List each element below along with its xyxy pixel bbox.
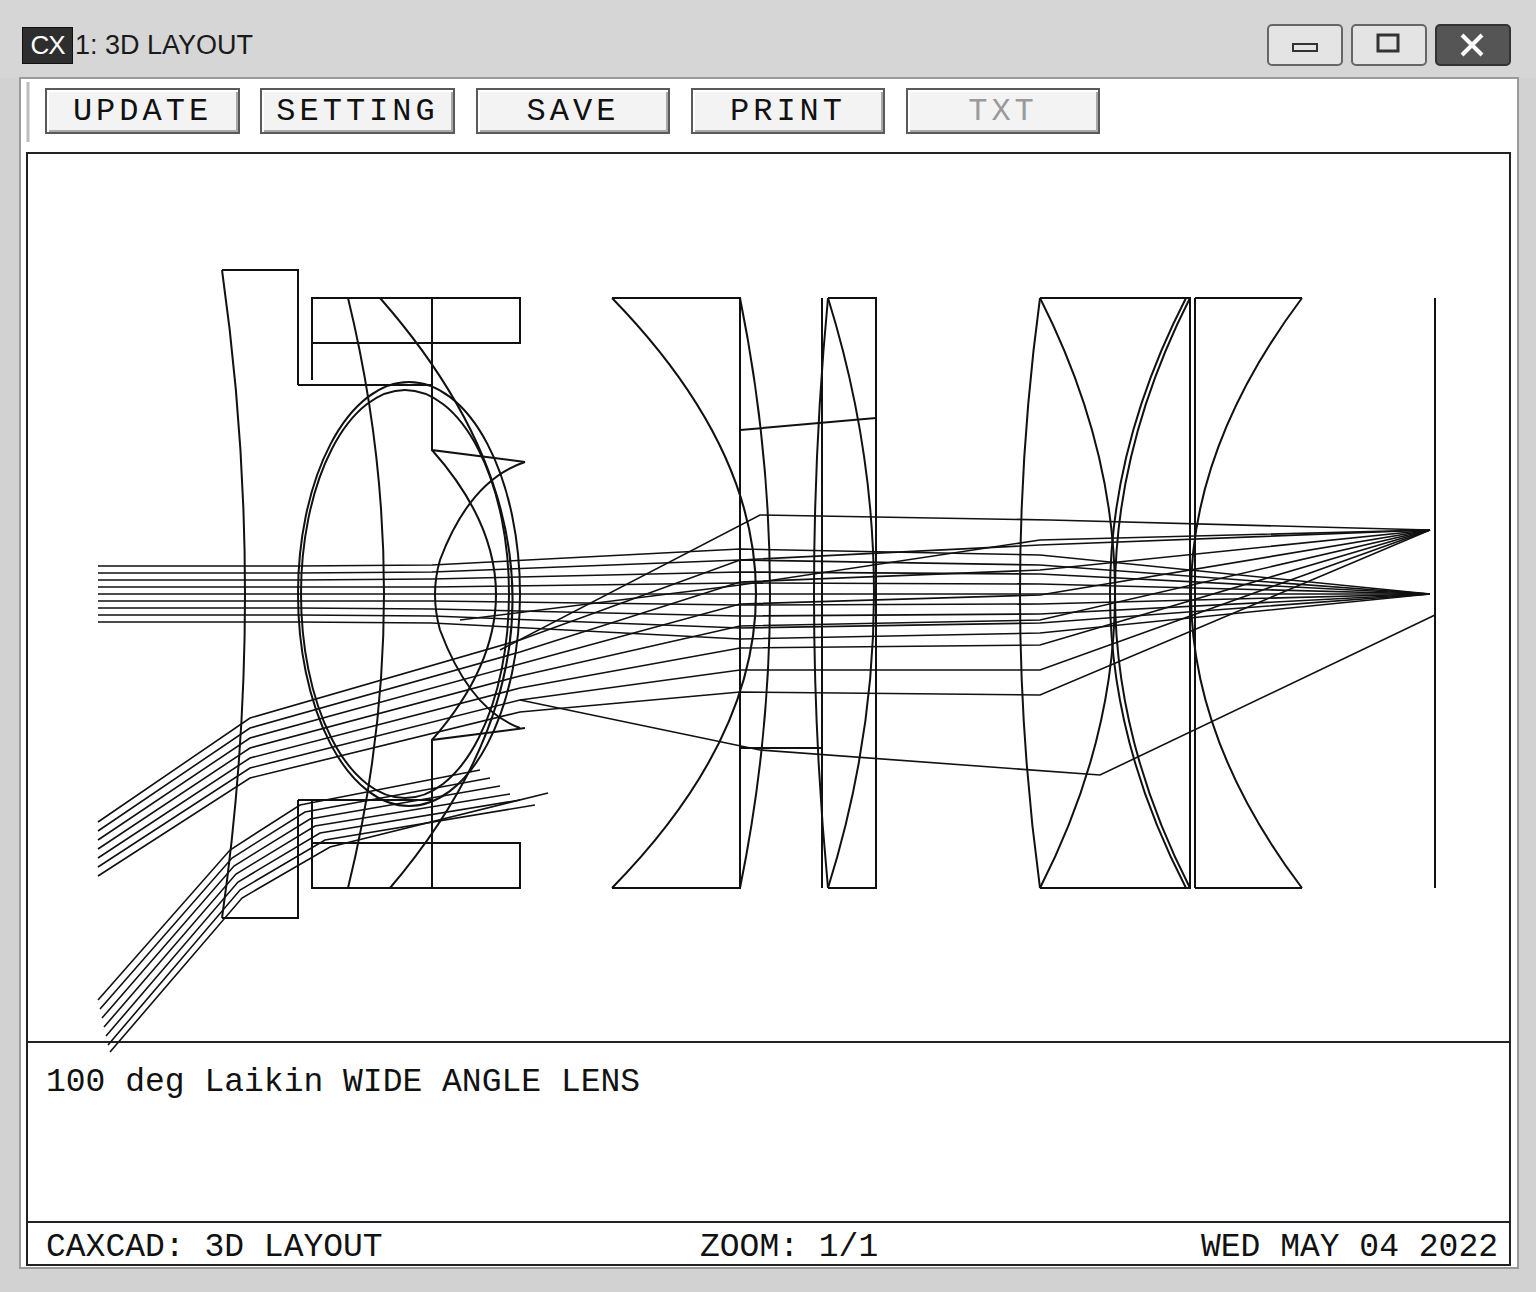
app-icon: CX bbox=[22, 27, 73, 64]
toolbar-button: SETTING bbox=[260, 88, 455, 134]
window-controls bbox=[1268, 25, 1510, 65]
status-wrap: CAXCAD: 3D LAYOUT bbox=[46, 1229, 383, 1266]
lens-caption: 100 deg Laikin WIDE ANGLE LENS bbox=[46, 1064, 640, 1101]
button-label: SAVE bbox=[527, 93, 620, 130]
button-label: TXT bbox=[968, 93, 1038, 130]
status-text: ZOOM: 1/1 bbox=[700, 1229, 878, 1266]
button-label: UPDATE bbox=[73, 93, 212, 130]
toolbar-button: UPDATE bbox=[45, 88, 240, 134]
status-wrap: ZOOM: 1/1 bbox=[700, 1229, 878, 1266]
caption-wrap: 100 deg Laikin WIDE ANGLE LENS bbox=[46, 1064, 640, 1101]
window-title-wrap: 1: 3D LAYOUT bbox=[75, 30, 253, 61]
window-title: 1: 3D LAYOUT bbox=[75, 30, 253, 60]
ray-bundles bbox=[98, 515, 1435, 1052]
toolbar-button: SAVE bbox=[476, 88, 670, 134]
status-text: WED MAY 04 2022 bbox=[1201, 1229, 1498, 1266]
status-text: CAXCAD: 3D LAYOUT bbox=[46, 1229, 383, 1266]
button-label: CX bbox=[30, 30, 64, 61]
status-wrap: WED MAY 04 2022 bbox=[1201, 1229, 1498, 1266]
button-label: SETTING bbox=[276, 93, 438, 130]
button-label: PRINT bbox=[730, 93, 846, 130]
toolbar-button: PRINT bbox=[691, 88, 885, 134]
disabled-toolbar-button: TXT bbox=[906, 88, 1100, 134]
